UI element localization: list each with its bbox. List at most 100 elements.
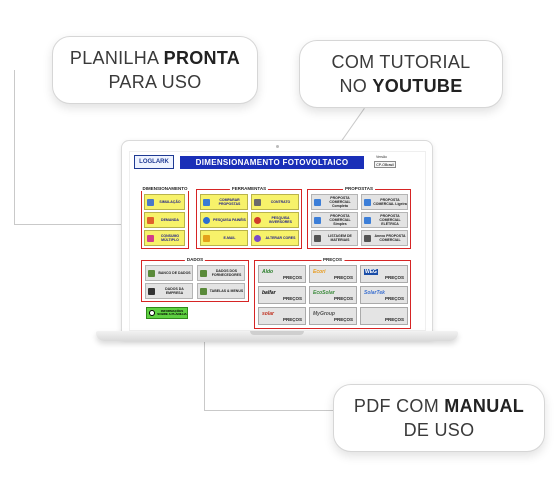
comparar-propostas-button[interactable]: COMPARAR PROPOSTAS (200, 194, 248, 210)
brand-logo: Aldo (262, 269, 274, 275)
proposta-ligeira-button[interactable]: PROPOSTA COMERCIAL Ligeira (361, 194, 408, 210)
brand-logo: Ecori (313, 269, 326, 275)
info-icon (149, 310, 155, 316)
search-panels-icon (203, 216, 210, 224)
laptop-notch (250, 331, 304, 335)
brand-logo: MyGroup (313, 311, 335, 317)
dados-empresa-button[interactable]: DADOS DA EMPRESA (145, 283, 193, 299)
precos-button-8[interactable]: MyGroup PREÇOS (309, 307, 357, 325)
brand-logo: balfar (262, 290, 276, 296)
tile-label: PROPOSTA COMERCIAL ELÉTRICA (379, 214, 401, 226)
callout-tutorial-line2: NO YOUTUBE (339, 74, 462, 98)
webcam-icon (276, 145, 279, 148)
tile-label: CONTRATO (270, 200, 291, 204)
alterar-cores-button[interactable]: ALTERAR CORES (251, 230, 299, 246)
demanda-button[interactable]: DEMANDA (144, 212, 185, 228)
proposta-eletrica-button[interactable]: PROPOSTA COMERCIAL ELÉTRICA (361, 212, 408, 228)
tile-label: PESQUISA INVERSORES (269, 216, 292, 224)
precos-button-5[interactable]: EcoSolar PREÇOS (309, 286, 357, 304)
precos-button-3[interactable]: WEG PREÇOS (360, 265, 408, 283)
tile-label: COMPARAR PROPOSTAS (218, 198, 241, 206)
laptop-base (96, 331, 458, 341)
tile-label: E-MAIL (223, 236, 236, 240)
precos-button-2[interactable]: Ecori PREÇOS (309, 265, 357, 283)
proposta-completa-button[interactable]: PROPOSTA COMERCIAL Completa (311, 194, 358, 210)
price-label: PREÇOS (282, 296, 302, 301)
price-label: PREÇOS (384, 275, 404, 280)
banco-de-dados-button[interactable]: BANCO DE DADOS (145, 265, 193, 281)
tile-label: PROPOSTA COMERCIAL Completa (329, 196, 351, 208)
tile-label: BANCO DE DADOS (158, 271, 191, 275)
precos-button-6[interactable]: SolarTek PREÇOS (360, 286, 408, 304)
section-ferramentas: FERRAMENTAS COMPARAR PROPOSTAS CONTRATO … (196, 186, 302, 249)
listagem-materiais-button[interactable]: LISTAGEM DE MATERIAIS (311, 230, 358, 246)
attachment-icon (364, 234, 371, 242)
contract-icon (254, 198, 261, 206)
tile-label: CONSUMO MÚLTIPLO (160, 234, 180, 242)
email-icon (203, 234, 210, 242)
anexo-proposta-button[interactable]: Anexo PROPOSTA COMERCIAL (361, 230, 408, 246)
section-title: FERRAMENTAS (229, 186, 269, 191)
connector-line-manual-vertical (204, 342, 205, 410)
callout-pdf-manual: PDF COM MANUAL DE USO (333, 384, 545, 452)
company-logo: LOGLARK (134, 155, 174, 169)
email-button[interactable]: E-MAIL (200, 230, 248, 246)
callout-youtube-tutorial: COM TUTORIAL NO YOUTUBE (299, 40, 503, 108)
precos-button-7[interactable]: solar PREÇOS (258, 307, 306, 325)
tile-label: SIMULAÇÃO (159, 200, 181, 204)
pesquisa-paineis-button[interactable]: PESQUISA PAINÉIS (200, 212, 248, 228)
chart-icon (147, 198, 154, 206)
callout-manual-bold: MANUAL (444, 396, 525, 416)
palette-icon (254, 234, 261, 242)
section-title: DADOS (184, 257, 206, 262)
section-title: DIMENSIONAMENTO (140, 186, 190, 191)
informacoes-planilha-button[interactable]: INFORMAÇÕES SOBRE A PLANILHA (146, 307, 188, 319)
callout-tutorial-bold: YOUTUBE (372, 76, 463, 96)
price-label: PREÇOS (384, 317, 404, 322)
callout-pronta-normal: PLANILHA (69, 48, 164, 68)
tabelas-menus-button[interactable]: TABELAS & MENUS (197, 283, 245, 299)
price-label: PREÇOS (333, 275, 353, 280)
laptop-lid: LOGLARK DIMENSIONAMENTO FOTOVOLTAICO Ver… (121, 140, 433, 338)
simulacao-button[interactable]: SIMULAÇÃO (144, 194, 185, 210)
table-icon (200, 287, 207, 295)
tile-label: ALTERAR CORES (265, 236, 296, 240)
section-dimensionamento: DIMENSIONAMENTO SIMULAÇÃO DEMANDA CONSUM… (140, 186, 190, 249)
callout-manual-normal: PDF COM (353, 396, 445, 416)
consumo-multiplo-button[interactable]: CONSUMO MÚLTIPLO (144, 230, 185, 246)
connector-line-tutorial (341, 108, 365, 142)
tile-label: Anexo PROPOSTA COMERCIAL (374, 234, 406, 242)
doc-icon (314, 198, 321, 206)
brand-logo: solar (262, 311, 274, 317)
info-label: INFORMAÇÕES SOBRE A PLANILHA (157, 308, 187, 316)
tile-label: PROPOSTA COMERCIAL Ligeira (373, 198, 407, 206)
tile-label: DEMANDA (161, 218, 179, 222)
callout-ready-to-use: PLANILHA PRONTA PARA USO (52, 36, 258, 104)
search-inverters-icon (254, 216, 261, 224)
section-propostas: PROPOSTAS PROPOSTA COMERCIAL Completa PR… (307, 186, 411, 249)
proposta-simples-button[interactable]: PROPOSTA COMERCIAL Simples (311, 212, 358, 228)
version-badge: CP-OBrasil (374, 161, 396, 168)
brand-logo: EcoSolar (313, 290, 335, 296)
tile-label: PROPOSTA COMERCIAL Simples (329, 214, 351, 226)
precos-button-4[interactable]: balfar PREÇOS (258, 286, 306, 304)
list-icon (314, 234, 321, 242)
tile-label: DADOS DA EMPRESA (165, 287, 184, 295)
price-label: PREÇOS (384, 296, 404, 301)
contrato-button[interactable]: CONTRATO (251, 194, 299, 210)
meter-icon (147, 216, 154, 224)
pesquisa-inversores-button[interactable]: PESQUISA INVERSORES (251, 212, 299, 228)
connector-line-pronta-vertical (14, 70, 15, 224)
brand-logo: SolarTek (364, 290, 385, 296)
tile-label: PESQUISA PAINÉIS (213, 218, 246, 222)
section-precos: PREÇOS Aldo PREÇOS Ecori PREÇOS WEG PREÇ… (254, 257, 411, 329)
callout-tutorial-normal: NO (339, 76, 373, 96)
database-icon (148, 269, 155, 277)
dados-fornecedores-button[interactable]: DADOS DOS FORNECEDORES (197, 265, 245, 281)
doc-icon (314, 216, 321, 224)
precos-button-1[interactable]: Aldo PREÇOS (258, 265, 306, 283)
price-label: PREÇOS (333, 296, 353, 301)
price-label: PREÇOS (282, 317, 302, 322)
precos-button-9[interactable]: PREÇOS (360, 307, 408, 325)
company-icon (148, 287, 155, 295)
